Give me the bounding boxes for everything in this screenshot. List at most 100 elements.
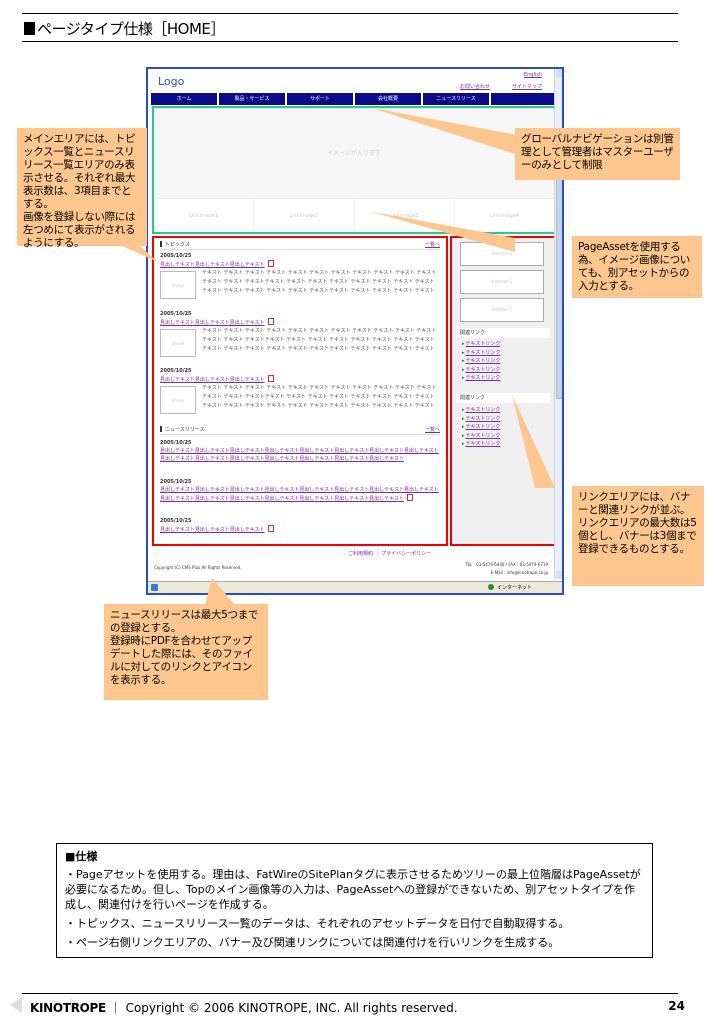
footer-rule	[22, 993, 678, 994]
news-date: 2005/10/25	[160, 479, 192, 485]
news-date: 2005/10/25	[160, 518, 192, 524]
nav-item-company[interactable]: 会社概要	[355, 93, 421, 105]
related-link[interactable]: テキストリンク	[462, 440, 501, 449]
pointer-global-nav	[372, 108, 518, 155]
status-bar: インターネット	[148, 581, 562, 593]
brand-logo: KINOTROPE	[30, 1001, 106, 1015]
topic-headline[interactable]: 見出しテキスト見出しテキスト見出しテキスト	[160, 318, 274, 327]
nav-item-home[interactable]: ホーム	[151, 93, 217, 105]
pointer-page-asset	[368, 211, 515, 252]
related-link[interactable]: テキストリンク	[462, 374, 501, 383]
tel-fax: TEL : 03-5479-6440 / FAX : 03-5479-6719	[465, 562, 548, 567]
topics-heading: トピックス一覧へ	[160, 240, 440, 250]
topic-date: 2005/10/25	[160, 253, 192, 259]
hero-area: イメージが入ります LinkImage1 LinkImage2 LinkImag…	[152, 106, 556, 234]
top-rule	[22, 13, 678, 14]
topic-thumb: Image	[160, 386, 196, 414]
topic-body: テキスト テキスト テキスト テキスト テキスト テキスト テキスト テキスト …	[202, 270, 437, 294]
spec-item: ・Pageアセットを使用する。理由は、FatWireのSitePlanタグに表示…	[65, 868, 641, 911]
news-date: 2005/10/25	[160, 440, 192, 446]
title-rule	[22, 41, 678, 42]
scroll-down-arrow[interactable]	[556, 571, 562, 579]
related-link[interactable]: テキストリンク	[462, 349, 501, 358]
nav-item-empty[interactable]	[491, 93, 557, 105]
footer-links[interactable]: ご利用規約 ｜ プライバシーポリシー	[348, 551, 432, 557]
zone-indicator: インターネット	[487, 584, 532, 591]
pointer-main-area	[122, 246, 158, 262]
link-image-4[interactable]: LinkImage4	[489, 213, 519, 219]
hero-placeholder: イメージが入ります	[327, 150, 381, 157]
pdf-icon[interactable]	[406, 494, 413, 501]
spec-box: ■仕様 ・Pageアセットを使用する。理由は、FatWireのSitePlanタ…	[56, 843, 653, 958]
related-link[interactable]: テキストリンク	[462, 340, 501, 349]
pdf-icon[interactable]	[267, 260, 274, 267]
pdf-icon[interactable]	[267, 375, 274, 382]
link-image-2[interactable]: LinkImage2	[254, 199, 355, 232]
callout-link-area: リンクエリアには、バナーと関連リンクが並ぶ。 リンクエリアの最大数は5個とし、バ…	[572, 486, 704, 586]
footer: KINOTROPE ｜ Copyright © 2006 KINOTROPE, …	[30, 999, 458, 1016]
related-links-heading-2: 関連リンク	[456, 393, 550, 403]
related-link[interactable]: テキストリンク	[462, 415, 501, 424]
contact-link[interactable]: お問い合わせ	[459, 84, 490, 90]
banner[interactable]: banner1	[460, 270, 544, 294]
contact-info: TEL : 03-5479-6440 / FAX : 03-5479-6719 …	[465, 561, 548, 577]
nav-item-products[interactable]: 製品・サービス	[219, 93, 285, 105]
sitemap-link[interactable]: サイトマップ	[511, 84, 542, 90]
pointer-news-release	[205, 578, 235, 605]
global-nav: ホーム 製品・サービス サポート 会社概要 ニュースリリース	[151, 93, 557, 105]
pdf-icon[interactable]	[267, 525, 274, 532]
link-image-1[interactable]: LinkImage1	[154, 199, 255, 232]
mockup-copyright: Copyright (C) CMS Plus All Rights Reserv…	[154, 565, 242, 570]
related-link[interactable]: テキストリンク	[462, 432, 501, 441]
banner[interactable]: banner1	[460, 298, 544, 322]
footer-copyright: ｜ Copyright © 2006 KINOTROPE, INC. All r…	[109, 1001, 458, 1015]
scroll-up-arrow[interactable]	[556, 69, 562, 77]
link-images: LinkImage1 LinkImage2 LinkImage3 LinkIma…	[154, 198, 554, 232]
callout-global-nav: グローバルナビゲーションは別管理として管理者はマスターユーザーのみとして制限	[515, 128, 680, 180]
logo: Logo	[158, 75, 185, 88]
spec-item: ・トピックス、ニュースリリース一覧のデータは、それぞれのアセットデータを日付で自…	[65, 917, 570, 930]
topics-more-link[interactable]: 一覧へ	[424, 242, 440, 248]
news-headline[interactable]: 見出しテキスト見出しテキスト見出しテキスト見出しテキスト見出しテキスト見出しテキ…	[160, 448, 439, 462]
callout-page-asset: PageAssetを使用する為、イメージ画像についても、別アセットからの入力とす…	[572, 236, 702, 298]
browser-mockup: Logo English お問い合わせ サイトマップ ホーム 製品・サービス サ…	[146, 67, 564, 595]
page-title: ページタイプ仕様［HOME］	[24, 18, 225, 39]
related-links-list-2: テキストリンク テキストリンク テキストリンク テキストリンク テキストリンク	[462, 406, 501, 449]
callout-main-area: メインエリアには、トピックス一覧とニュースリリース一覧エリアのみ表示させる。それ…	[17, 128, 147, 249]
callout-news-release: ニュースリリースは最大5つまでの登録とする。 登録時にPDFを合わせてアップデー…	[104, 604, 268, 700]
english-link[interactable]: English	[523, 72, 542, 78]
email[interactable]: E-Mail : info@kinotrope.co.jp	[490, 570, 548, 575]
news-headline[interactable]: 見出しテキスト見出しテキスト見出しテキスト見出しテキスト見出しテキスト見出しテキ…	[160, 487, 439, 502]
topic-headline[interactable]: 見出しテキスト見出しテキスト見出しテキスト	[160, 260, 274, 269]
prev-arrow-icon[interactable]	[10, 997, 22, 1013]
page-number: 24	[668, 999, 685, 1013]
topic-thumb: Image	[160, 271, 196, 299]
related-link[interactable]: テキストリンク	[462, 366, 501, 375]
topic-body: テキスト テキスト テキスト テキスト テキスト テキスト テキスト テキスト …	[202, 385, 437, 409]
related-links-heading: 関連リンク	[456, 328, 550, 338]
topic-headline[interactable]: 見出しテキスト見出しテキスト見出しテキスト	[160, 375, 274, 384]
nav-item-support[interactable]: サポート	[287, 93, 353, 105]
next-arrow-icon[interactable]	[70, 997, 82, 1013]
link-image-3[interactable]: LinkImage3	[355, 199, 455, 232]
pdf-icon[interactable]	[267, 318, 274, 325]
globe-icon	[487, 584, 494, 590]
news-more-link[interactable]: 一覧へ	[424, 427, 440, 433]
news-headline[interactable]: 見出しテキスト見出しテキスト見出しテキスト	[160, 525, 274, 534]
related-link[interactable]: テキストリンク	[462, 423, 501, 432]
main-area: トピックス一覧へ 2005/10/25 見出しテキスト見出しテキスト見出しテキス…	[152, 236, 448, 546]
page-icon	[151, 584, 158, 591]
related-link[interactable]: テキストリンク	[462, 357, 501, 366]
related-link[interactable]: テキストリンク	[462, 406, 501, 415]
spec-heading: ■仕様	[65, 850, 98, 863]
related-links-list: テキストリンク テキストリンク テキストリンク テキストリンク テキストリンク	[462, 340, 501, 383]
topic-thumb: Image	[160, 329, 196, 357]
square-bullet-icon	[24, 22, 35, 35]
topic-body: テキスト テキスト テキスト テキスト テキスト テキスト テキスト テキスト …	[202, 328, 437, 352]
nav-item-news[interactable]: ニュースリリース	[423, 93, 489, 105]
spec-item: ・ページ右側リンクエリアの、バナー及び関連リンクについては関連付けを行いリンクを…	[65, 936, 560, 949]
topic-date: 2005/10/25	[160, 368, 192, 374]
topic-date: 2005/10/25	[160, 311, 192, 317]
pointer-link-area	[512, 395, 555, 488]
